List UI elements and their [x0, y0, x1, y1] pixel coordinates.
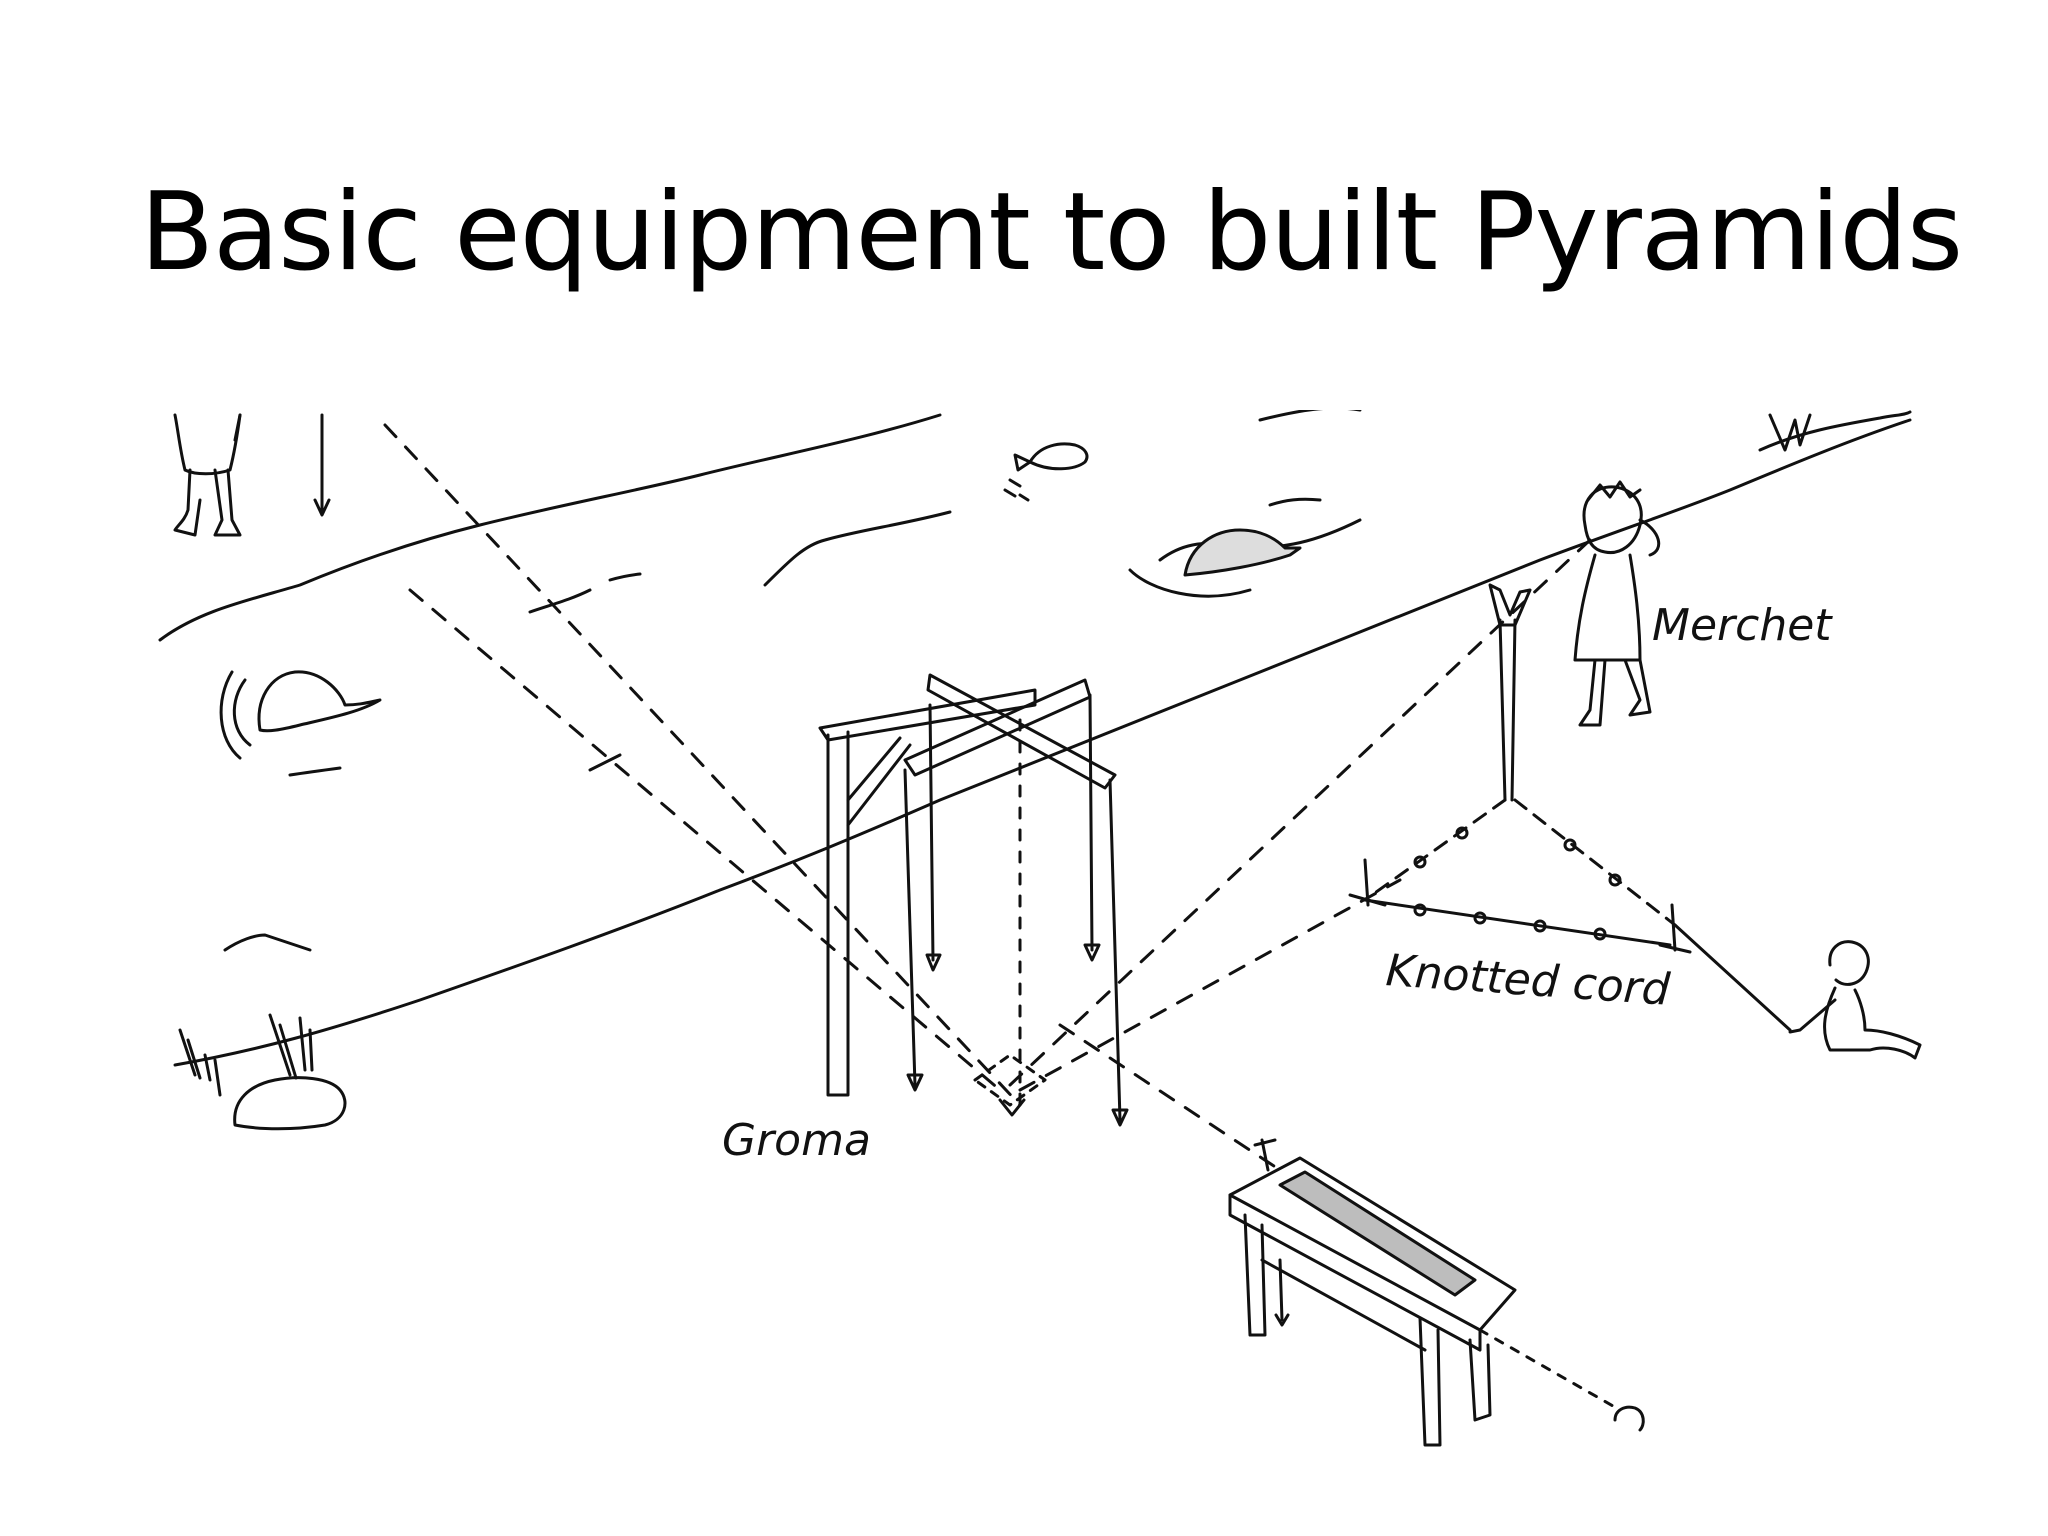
table-leg-right [1418, 1316, 1442, 1447]
person-top-left [173, 413, 242, 537]
groma-post [826, 730, 850, 1097]
sight-line-groma-to-left [408, 588, 1002, 1092]
ripple [763, 510, 952, 587]
river-far-bank [1258, 410, 1362, 422]
groma-plumb-1-weight [906, 1073, 924, 1092]
surveying-illustration: Groma Merchet Knotted cord [158, 410, 1922, 1447]
groma-cross-b [926, 673, 1117, 790]
ripple [1268, 497, 1322, 507]
rocks [219, 528, 1302, 1131]
groma-plumb-2-weight [925, 953, 942, 972]
groma-plumb-4 [1108, 778, 1122, 1122]
fish-icon [1003, 442, 1089, 502]
grass [178, 413, 1812, 1097]
table-trough [1278, 1170, 1477, 1297]
knotted-cord-right [1513, 798, 1677, 927]
knotted-cord-base [1363, 898, 1672, 947]
stake-right [1658, 903, 1692, 954]
ripple [528, 588, 592, 614]
stake-left [1348, 858, 1387, 907]
groma-ground-marker [973, 1053, 1047, 1107]
sight-line-groma-to-right [1018, 878, 1402, 1092]
table-plumb [1274, 1258, 1290, 1327]
river [158, 410, 1912, 1067]
merchet-staff [1498, 618, 1517, 802]
label-groma: Groma [722, 1115, 871, 1166]
ripple [223, 933, 312, 952]
table-leg-left [1243, 1213, 1267, 1337]
merchet-person-legs [1578, 658, 1652, 727]
sight-line-groma-to-merchet [1008, 538, 1592, 1087]
rock-left-ripple [219, 670, 242, 760]
rock-left-ripple [232, 678, 252, 747]
water-level-table [1228, 1138, 1645, 1447]
groma-ground-arrow [998, 1098, 1026, 1117]
child [1788, 940, 1922, 1060]
ripple [588, 753, 622, 772]
ripple [608, 572, 642, 582]
groma-arm [818, 688, 1037, 742]
label-knotted-cord: Knotted cord [1384, 945, 1672, 1016]
table-crossbar [1260, 1258, 1427, 1352]
table-top [1228, 1156, 1517, 1332]
cord-to-child [1673, 923, 1792, 1032]
merchet-person-arm [1638, 518, 1661, 557]
groma-plumb-4-weight [1111, 1108, 1129, 1127]
plumb-line-top-left [313, 413, 331, 517]
merchet-person-body [1573, 553, 1642, 662]
rock-left [257, 670, 382, 733]
sight-lines [383, 423, 1592, 1172]
merchet-fork [1488, 583, 1532, 627]
table-leg-back [1468, 1338, 1492, 1422]
groma-plumb-3 [1088, 693, 1094, 952]
rock-bottom-left [233, 1076, 347, 1131]
ripple [1128, 568, 1252, 598]
distant-marker [1613, 1405, 1645, 1432]
rock-river [1183, 528, 1302, 577]
river-lower-bank [173, 418, 1912, 1067]
sight-line-groma-to-table [1058, 1023, 1282, 1172]
knotted-cord [1348, 798, 1792, 1032]
merchet [1488, 480, 1661, 802]
table-sight-line [1478, 1328, 1622, 1412]
groma-plumb-1 [903, 768, 917, 1087]
river-upper-bank [158, 413, 942, 642]
sight-line-groma-to-river [383, 423, 1022, 1107]
ripple [288, 766, 342, 777]
merchet-person-hair [1586, 480, 1642, 502]
label-merchet: Merchet [1652, 600, 1833, 651]
slide-title: Basic equipment to built Pyramids [140, 170, 1963, 295]
groma-plumb-3-weight [1083, 943, 1101, 962]
groma-plumb-2 [928, 703, 935, 962]
table-end-post [1253, 1138, 1277, 1172]
groma [818, 673, 1129, 1127]
table-front [1228, 1193, 1482, 1352]
groma-brace [846, 736, 912, 827]
knotted-cord-left [1363, 798, 1507, 902]
